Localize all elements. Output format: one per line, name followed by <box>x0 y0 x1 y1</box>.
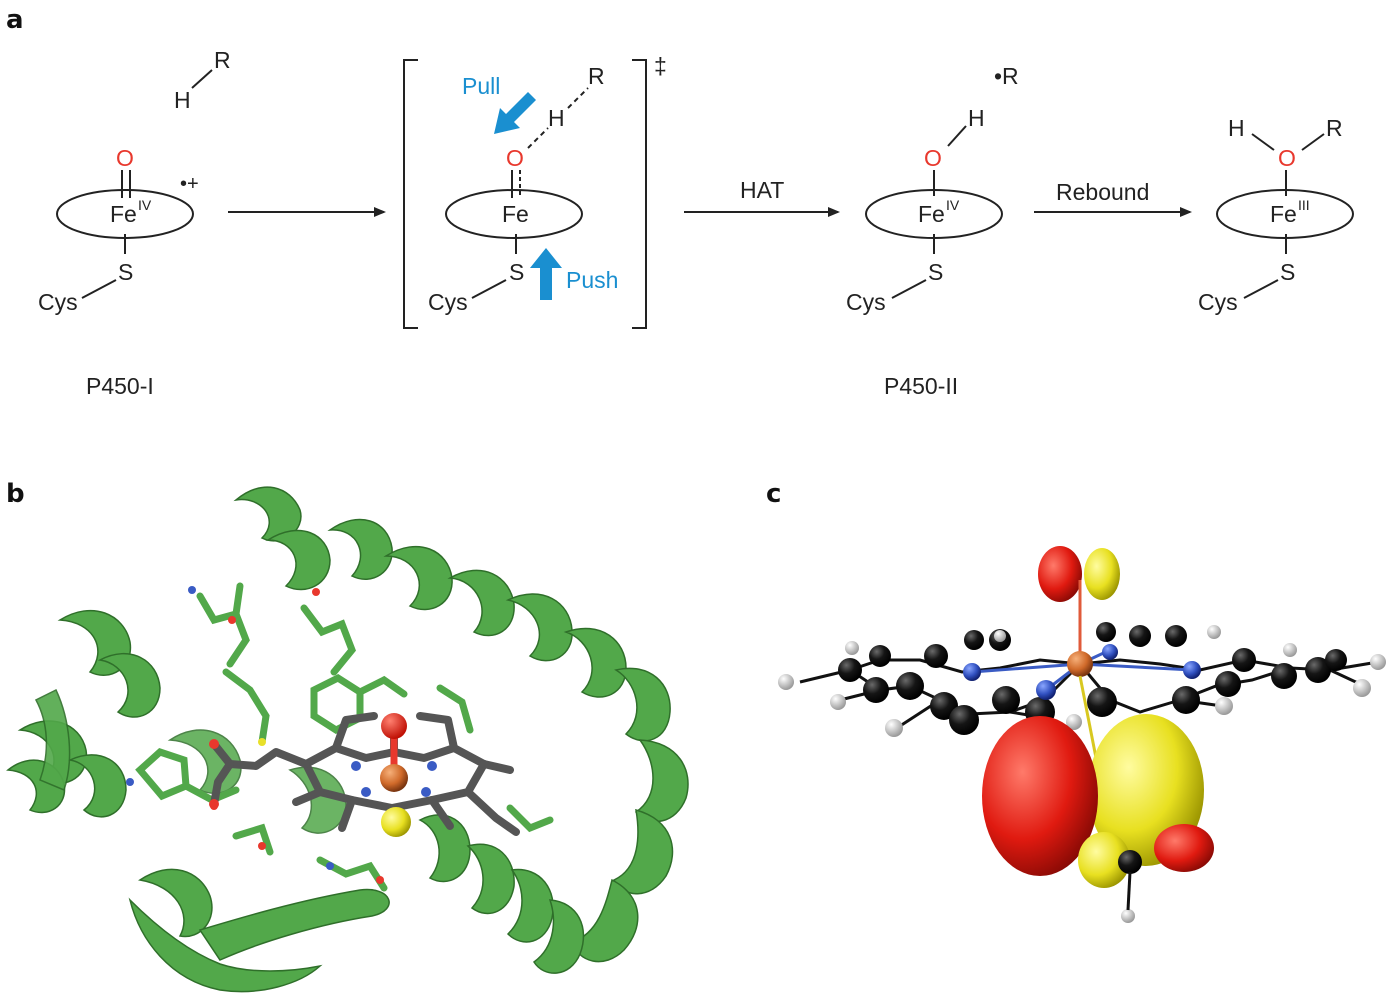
cys-label: Cys <box>38 289 78 315</box>
species-name-p450-i: P450-I <box>86 373 154 399</box>
rebound-label: Rebound <box>1056 179 1149 205</box>
s-cys-bond <box>81 279 117 299</box>
small-orbital-lobe-red <box>1154 824 1214 872</box>
species-name-p450-ii: P450-II <box>884 373 958 399</box>
iron-label-2: Fe <box>918 201 945 227</box>
h-r-bond <box>191 69 213 89</box>
species-p450-ii: •R H O Fe IV S Cys P450-II <box>846 63 1019 399</box>
sulfur-label-2: S <box>928 259 943 285</box>
ts-iron-label: Fe <box>502 201 529 227</box>
heme-nitrogens-icon <box>209 739 437 809</box>
cys-label-3: Cys <box>1198 289 1238 315</box>
radical-cation-label: •+ <box>180 173 199 195</box>
hydroxyl-oxygen-label: O <box>924 145 942 171</box>
species-product-complex: H O R Fe III S Cys <box>1198 115 1354 315</box>
c-h-bond-stick <box>1126 871 1132 911</box>
push-arrow-icon <box>530 248 562 300</box>
panel-letter-a: a <box>6 5 24 35</box>
right-bracket <box>632 59 647 329</box>
orbital-model-panel-c <box>778 546 1386 923</box>
lower-orbital-lobe-red <box>982 716 1098 876</box>
product-o-r-bond <box>1301 133 1325 151</box>
left-bracket <box>403 59 418 329</box>
ts-sulfur-label: S <box>509 259 524 285</box>
ts-h-label: H <box>548 105 565 131</box>
oxo-oxygen-label: O <box>116 145 134 171</box>
iron-oxidation-state: IV <box>138 197 152 213</box>
thiolate-carbon-atom <box>1118 850 1142 874</box>
ts-s-cys-bond <box>471 279 507 299</box>
species-p450-i: H R O Fe IV •+ S Cys P450-I <box>38 47 231 399</box>
push-label: Push <box>566 267 618 293</box>
sulfur-label-3: S <box>1280 259 1295 285</box>
sulfur-label: S <box>118 259 133 285</box>
product-h-o-bond <box>1251 133 1275 151</box>
nitrogen-atoms-icon <box>963 644 1201 700</box>
radical-r-label: •R <box>994 63 1019 89</box>
product-r-label: R <box>1326 115 1343 141</box>
upper-orbital-lobe-red <box>1038 546 1082 602</box>
iron-atom <box>1067 651 1093 677</box>
ts-o-h-partial-bond <box>527 127 549 149</box>
hat-label: HAT <box>740 177 784 203</box>
ts-oxygen-label: O <box>506 145 524 171</box>
sulfur-sphere <box>381 807 411 837</box>
ts-cys-label: Cys <box>428 289 468 315</box>
double-dagger: ‡ <box>654 53 667 79</box>
iron-sphere <box>380 764 408 792</box>
protein-helices-icon <box>6 486 689 993</box>
product-oxygen-label: O <box>1278 145 1296 171</box>
ts-r-label: R <box>588 63 605 89</box>
ts-porphyrin-ellipse <box>445 189 583 239</box>
iron-label-3: Fe <box>1270 201 1297 227</box>
iron-label: Fe <box>110 201 137 227</box>
ts-h-r-partial-bond <box>567 87 589 109</box>
pull-arrow-icon <box>494 92 536 134</box>
hydrogen-atoms-icon <box>778 625 1386 923</box>
panel-letter-b: b <box>6 479 25 509</box>
iron-oxidation-state-3: III <box>1298 197 1310 213</box>
substrate-r-label: R <box>214 47 231 73</box>
substrate-h-label: H <box>174 87 191 113</box>
protein-structure-panel-b <box>6 486 689 993</box>
carbon-atoms-icon <box>838 622 1347 735</box>
protein-side-chains-icon <box>135 582 554 892</box>
s-cys-bond-2 <box>891 279 927 299</box>
transition-state: ‡ Pull R H O Fe S Cys Push <box>403 53 667 329</box>
iron-oxidation-state-2: IV <box>946 197 960 213</box>
panel-letter-c: c <box>766 479 781 509</box>
oxo-oxygen-sphere <box>381 713 407 739</box>
s-cys-bond-3 <box>1243 279 1279 299</box>
scheme-panel-a: H R O Fe IV •+ S Cys P450-I ‡ Pull R <box>38 47 1354 399</box>
pull-label: Pull <box>462 73 500 99</box>
cys-label-2: Cys <box>846 289 886 315</box>
hydroxyl-h-label: H <box>968 105 985 131</box>
upper-orbital-lobe-yellow <box>1084 548 1120 600</box>
o-h-bond <box>947 125 967 147</box>
product-h-label: H <box>1228 115 1245 141</box>
small-orbital-lobe-yellow <box>1078 832 1130 888</box>
